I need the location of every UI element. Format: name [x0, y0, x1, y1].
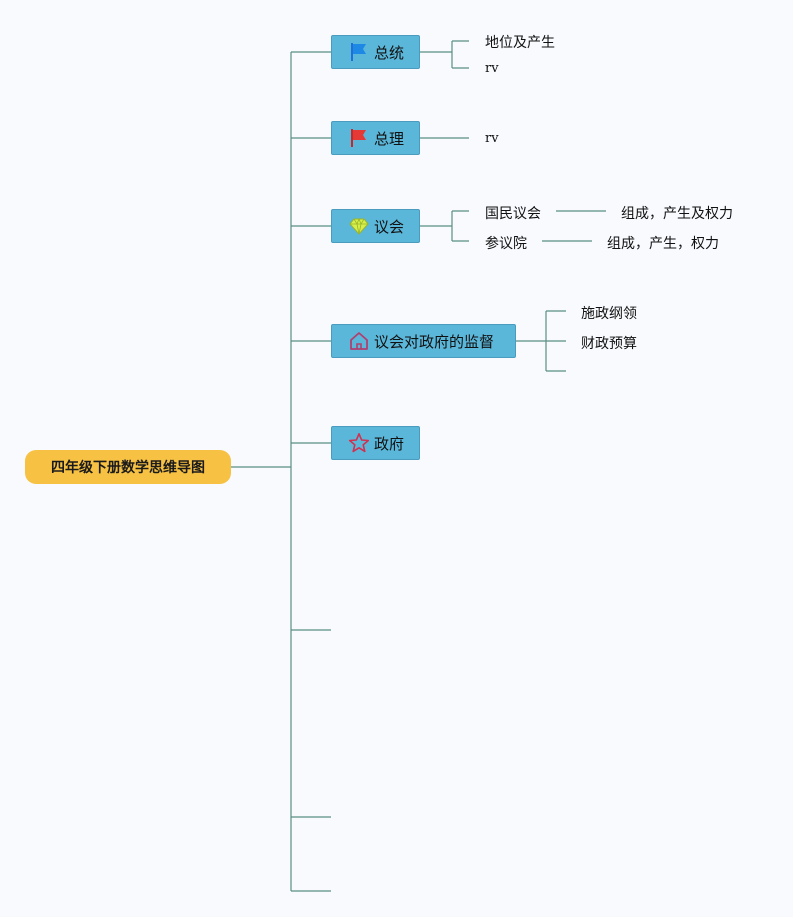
leaf-diwei[interactable]: 地位及产生 [485, 35, 555, 51]
star-icon [348, 432, 370, 454]
leaf-rv-zongli[interactable]: rv [485, 131, 499, 146]
leaf-caizhengyusuan[interactable]: 财政预算 [581, 336, 637, 352]
blue-flag-icon [348, 41, 370, 63]
root-topic-label: 四年级下册数学思维导图 [51, 460, 205, 476]
leaf-shizhenggangling[interactable]: 施政纲领 [581, 306, 637, 322]
branch-label-zhengfu: 政府 [374, 434, 405, 453]
home-icon [348, 330, 370, 352]
branch-label-zongli: 总理 [374, 129, 405, 148]
yihui-children-connector [420, 210, 469, 242]
red-flag-icon [348, 127, 370, 149]
branch-label-yihui: 议会 [374, 217, 405, 236]
leaf-rv-zongtong[interactable]: rv [485, 61, 499, 76]
zongtong-children-connector [420, 40, 469, 69]
branch-node-zhengfu[interactable]: 政府 [331, 426, 420, 460]
jiandu-children-connector [516, 310, 566, 372]
leaf-guominyihui-detail[interactable]: 组成，产生及权力 [621, 206, 733, 222]
leaf-canyiyuan-detail[interactable]: 组成，产生，权力 [607, 236, 719, 252]
leaf-canyiyuan[interactable]: 参议院 [485, 236, 527, 252]
branch-node-yihui[interactable]: 议会 [331, 209, 420, 243]
root-topic[interactable]: 四年级下册数学思维导图 [25, 450, 231, 484]
branch-node-zongli[interactable]: 总理 [331, 121, 420, 155]
diamond-icon [348, 215, 370, 237]
branch-node-zongtong[interactable]: 总统 [331, 35, 420, 69]
branch-label-jiandu: 议会对政府的监督 [374, 332, 495, 351]
leaf-guominyihui[interactable]: 国民议会 [485, 206, 541, 222]
branch-node-jiandu[interactable]: 议会对政府的监督 [331, 324, 516, 358]
branch-label-zongtong: 总统 [374, 43, 405, 62]
